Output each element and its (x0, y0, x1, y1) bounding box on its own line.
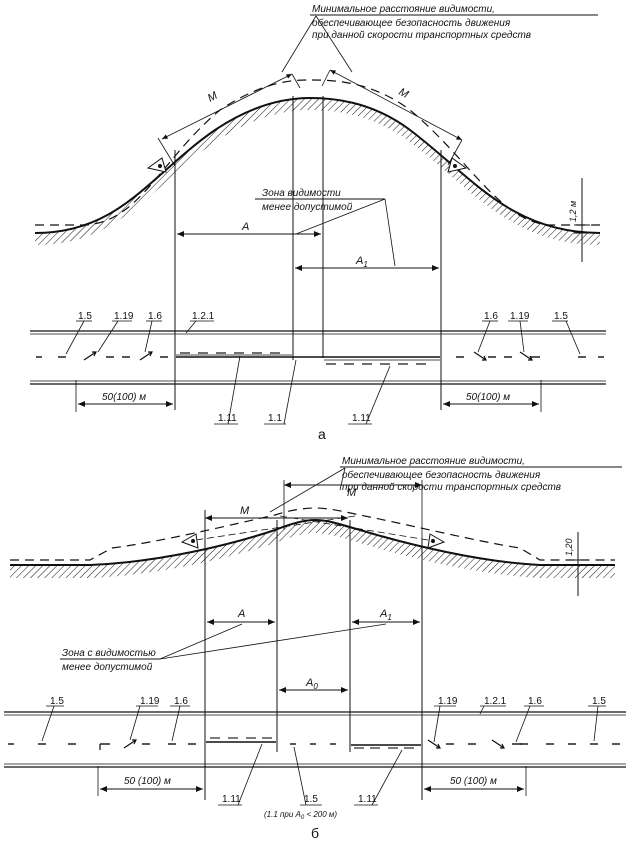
eye-icon (427, 533, 446, 549)
hill-hatching-b (10, 520, 615, 578)
marking-label-1-2-1: 1.2.1 (192, 311, 215, 322)
marking-label-b-1-11-right: 1.11 (358, 794, 377, 805)
dim-a1-label: A1 (355, 255, 368, 269)
caption-b: б (311, 825, 319, 841)
sight-note-a-line3: при данной скорости транспортных средств (312, 30, 531, 41)
eye-icon (180, 533, 199, 549)
marking-label-1-11-right: 1.11 (352, 413, 371, 424)
marking-label-b-1-6-right: 1.6 (528, 696, 542, 707)
sight-note-b-line1: Минимальное расстояние видимости, (342, 456, 525, 467)
dist-label-b-left: 50 (100) м (124, 776, 171, 787)
marking-label-1-11-left: 1.11 (218, 413, 237, 424)
sight-profile-b (10, 507, 615, 561)
hill-hatching-a (35, 98, 600, 245)
dist-label-b-right: 50 (100) м (450, 776, 497, 787)
height-label-a: 1,2 м (568, 201, 578, 222)
marking-label-b-1-11-left: 1.11 (222, 794, 241, 805)
marking-label-b-1-2-1: 1.2.1 (484, 696, 507, 707)
marking-label-b-1-19: 1.19 (140, 696, 160, 707)
zone-label-a-line1: Зона видимости (262, 188, 341, 199)
m-label-b-left: M (240, 505, 250, 517)
sight-profile-a (35, 79, 600, 226)
hill-profile-a (34, 96, 601, 234)
dim-a-label-b: A (237, 608, 245, 620)
road-plan-b (4, 711, 626, 768)
marking-label-b-1-5-right: 1.5 (592, 696, 606, 707)
eye-icon (447, 157, 468, 173)
marking-label-1-6-right: 1.6 (484, 311, 498, 322)
marking-label-1-1: 1.1 (268, 413, 282, 424)
marking-label-b-1-19-right: 1.19 (438, 696, 458, 707)
m-label-b-right: M (347, 487, 357, 499)
marking-label-1-6: 1.6 (148, 311, 162, 322)
marking-label-1-5-right: 1.5 (554, 311, 568, 322)
height-label-b: 1,20 (564, 538, 574, 556)
sight-note-a-line2: обеспечивающее безопасность движения (312, 17, 511, 29)
m-label-a-right: M (397, 86, 411, 101)
caption-a: а (318, 426, 326, 442)
zone-label-a-line2: менее допустимой (262, 202, 353, 213)
dist-label-a-left: 50(100) м (102, 392, 146, 403)
dim-a0-label: A0 (305, 677, 318, 691)
road-plan-a (30, 330, 606, 385)
sight-note-b-line2: обеспечивающее безопасность движения (342, 469, 541, 481)
dim-a-label: A (241, 221, 249, 233)
marking-label-b-1-5: 1.5 (50, 696, 64, 707)
marking-label-1-19-right: 1.19 (510, 311, 530, 322)
marking-label-b-1-5-bottom: 1.5 (304, 794, 318, 805)
m-label-a-left: M (206, 89, 220, 104)
diagram-b: Минимальное расстояние видимости, обеспе… (4, 456, 626, 841)
sight-note-b-line3: при данной скорости транспортных средств (342, 482, 561, 493)
marking-label-1-5: 1.5 (78, 311, 92, 322)
zone-label-b-line1: Зона с видимостью (62, 648, 156, 659)
marking-label-b-1-6: 1.6 (174, 696, 188, 707)
dist-label-a-right: 50(100) м (466, 392, 510, 403)
note-1-1-condition: (1.1 при A0 < 200 м) (264, 810, 337, 821)
dim-a1-label-b: A1 (379, 608, 392, 622)
sight-note-a-line1: Минимальное расстояние видимости, (312, 4, 495, 15)
marking-label-1-19: 1.19 (114, 311, 134, 322)
diagram-a: Минимальное расстояние видимости, обеспе… (30, 4, 606, 442)
eye-icon (146, 157, 167, 173)
zone-label-b-line2: менее допустимой (62, 662, 153, 673)
